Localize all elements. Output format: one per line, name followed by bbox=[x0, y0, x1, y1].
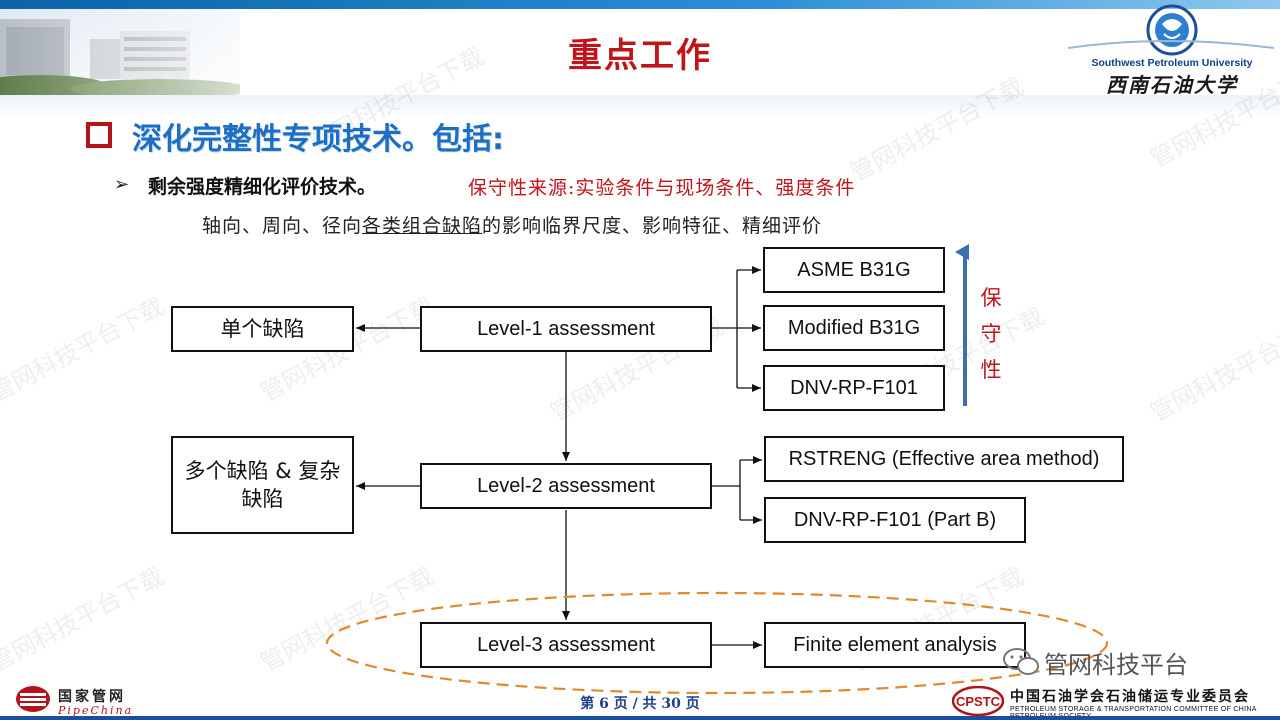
university-name-en: Southwest Petroleum University bbox=[1091, 57, 1253, 69]
subheading-bold: 剩余强度精细化评价技术。 bbox=[148, 176, 377, 198]
conservatism-label: 保守性 bbox=[980, 286, 1002, 382]
pipechina-name-en: PipeChina bbox=[58, 704, 134, 717]
modified-b31g-box: Modified B31G bbox=[763, 305, 945, 351]
level2-assessment-box: Level-2 assessment bbox=[420, 463, 712, 509]
asme-b31g-box: ASME B31G bbox=[763, 247, 945, 293]
single-defect-box: 单个缺陷 bbox=[171, 306, 354, 352]
header-fade bbox=[0, 9, 1280, 95]
pipechina-name-cn: 国家管网 bbox=[58, 689, 126, 705]
level3-assessment-box: Level-3 assessment bbox=[420, 622, 712, 668]
university-name-cn: 西南石油大学 bbox=[1106, 73, 1238, 97]
cpstc-logo-text: CPSTC bbox=[956, 694, 1001, 709]
dnv-part-b-box: DNV-RP-F101 (Part B) bbox=[764, 497, 1026, 543]
square-bullet-icon bbox=[86, 122, 112, 148]
wechat-account-name: 管网科技平台 bbox=[1044, 651, 1188, 679]
pipechina-logo-icon bbox=[14, 684, 52, 718]
page-number: 第 6 页 / 共 30 页 bbox=[580, 696, 700, 712]
society-name-cn: 中国石油学会石油储运专业委员会 bbox=[1010, 689, 1250, 705]
level1-assessment-box: Level-1 assessment bbox=[420, 306, 712, 352]
slide-title: 重点工作 bbox=[568, 36, 712, 76]
wechat-icon bbox=[1002, 645, 1042, 683]
detail-line: 轴向、周向、径向各类组合缺陷的影响临界尺度、影响特征、精细评价 bbox=[202, 211, 822, 238]
university-logo bbox=[1067, 4, 1275, 96]
detail-underlined: 各类组合缺陷 bbox=[362, 215, 483, 237]
main-heading: 深化完整性专项技术。包括: bbox=[132, 122, 504, 157]
dnv-rp-f101-box: DNV-RP-F101 bbox=[763, 365, 945, 411]
header-divider bbox=[0, 95, 1280, 117]
top-accent-bar bbox=[0, 0, 1280, 9]
rstreng-box: RSTRENG (Effective area method) bbox=[764, 436, 1124, 482]
detail-suffix: 的影响临界尺度、影响特征、精细评价 bbox=[482, 215, 823, 237]
cpstc-logo: CPSTC bbox=[951, 685, 1005, 717]
fea-box: Finite element analysis bbox=[764, 622, 1026, 668]
arrow-bullet-icon: ➢ bbox=[114, 174, 130, 195]
bottom-accent-bar bbox=[0, 716, 1280, 720]
subheading-red: 保守性来源:实验条件与现场条件、强度条件 bbox=[468, 177, 856, 199]
detail-prefix: 轴向、周向、径向 bbox=[202, 215, 363, 237]
multiple-defect-box: 多个缺陷 & 复杂缺陷 bbox=[171, 436, 354, 534]
